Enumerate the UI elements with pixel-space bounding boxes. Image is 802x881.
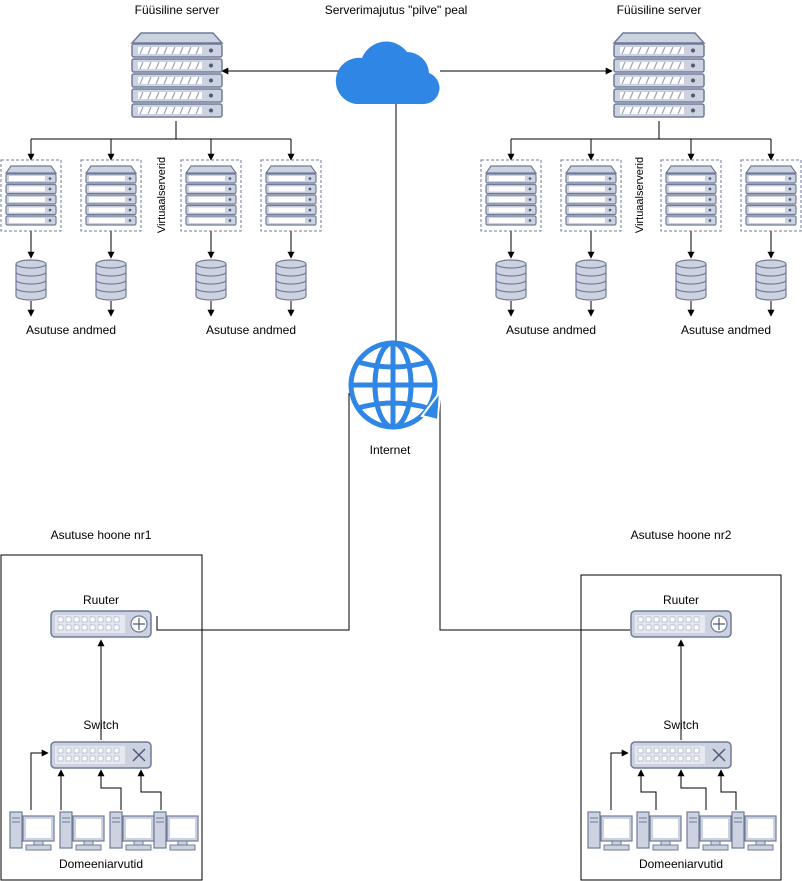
router-1-label: Ruuter	[83, 593, 119, 607]
building-1-label: Asutuse hoone nr1	[51, 528, 152, 542]
desktop-computer-icon	[587, 811, 633, 851]
database-icon	[575, 259, 607, 301]
data-label: Asutuse andmed	[26, 323, 116, 337]
database-icon	[195, 259, 227, 301]
database-icon	[95, 259, 127, 301]
switch-1-label: Switch	[83, 718, 118, 732]
desktop-computer-icon	[59, 811, 105, 851]
database-icon	[755, 259, 787, 301]
desktop-computer-icon	[9, 811, 55, 851]
virtual-server-icon	[265, 165, 317, 226]
router-icon	[630, 610, 732, 638]
physical-server-left-label: Füüsiline server	[135, 3, 220, 17]
virtual-servers-right-label: Virtuaalserverid	[634, 157, 646, 233]
cloud-label: Serverimajutus "pilve" peal	[325, 3, 468, 17]
globe-icon	[348, 340, 438, 430]
virtual-server-icon	[565, 165, 617, 226]
desktop-computer-icon	[153, 811, 199, 851]
router-icon	[50, 610, 152, 638]
building-1-box	[0, 554, 203, 881]
router-2-label: Ruuter	[663, 593, 699, 607]
database-icon	[15, 259, 47, 301]
desktop-computer-icon	[686, 811, 732, 851]
cloud-icon	[335, 41, 440, 104]
desktop-computer-icon	[636, 811, 682, 851]
data-label: Asutuse andmed	[206, 323, 296, 337]
database-icon	[495, 259, 527, 301]
physical-server-left-icon	[131, 32, 223, 118]
desktop-computer-icon	[109, 811, 155, 851]
data-label: Asutuse andmed	[506, 323, 596, 337]
virtual-server-icon	[5, 165, 57, 226]
virtual-server-icon	[85, 165, 137, 226]
virtual-servers-left-label: Virtuaalserverid	[156, 157, 168, 233]
switch-2-label: Switch	[663, 718, 698, 732]
switch-icon	[630, 741, 732, 769]
building-2-label: Asutuse hoone nr2	[631, 528, 732, 542]
database-icon	[275, 259, 307, 301]
virtual-server-icon	[665, 165, 717, 226]
physical-server-right-label: Füüsiline server	[617, 3, 702, 17]
internet-label: Internet	[370, 443, 411, 457]
virtual-server-icon	[485, 165, 537, 226]
computers-2-label: Domeeniarvutid	[639, 857, 723, 871]
virtual-server-icon	[185, 165, 237, 226]
database-icon	[675, 259, 707, 301]
data-label: Asutuse andmed	[681, 323, 771, 337]
computers-1-label: Domeeniarvutid	[59, 857, 143, 871]
switch-icon	[50, 741, 152, 769]
virtual-server-icon	[745, 165, 797, 226]
building-2-box	[580, 574, 782, 881]
desktop-computer-icon	[731, 811, 777, 851]
physical-server-right-icon	[613, 32, 705, 118]
